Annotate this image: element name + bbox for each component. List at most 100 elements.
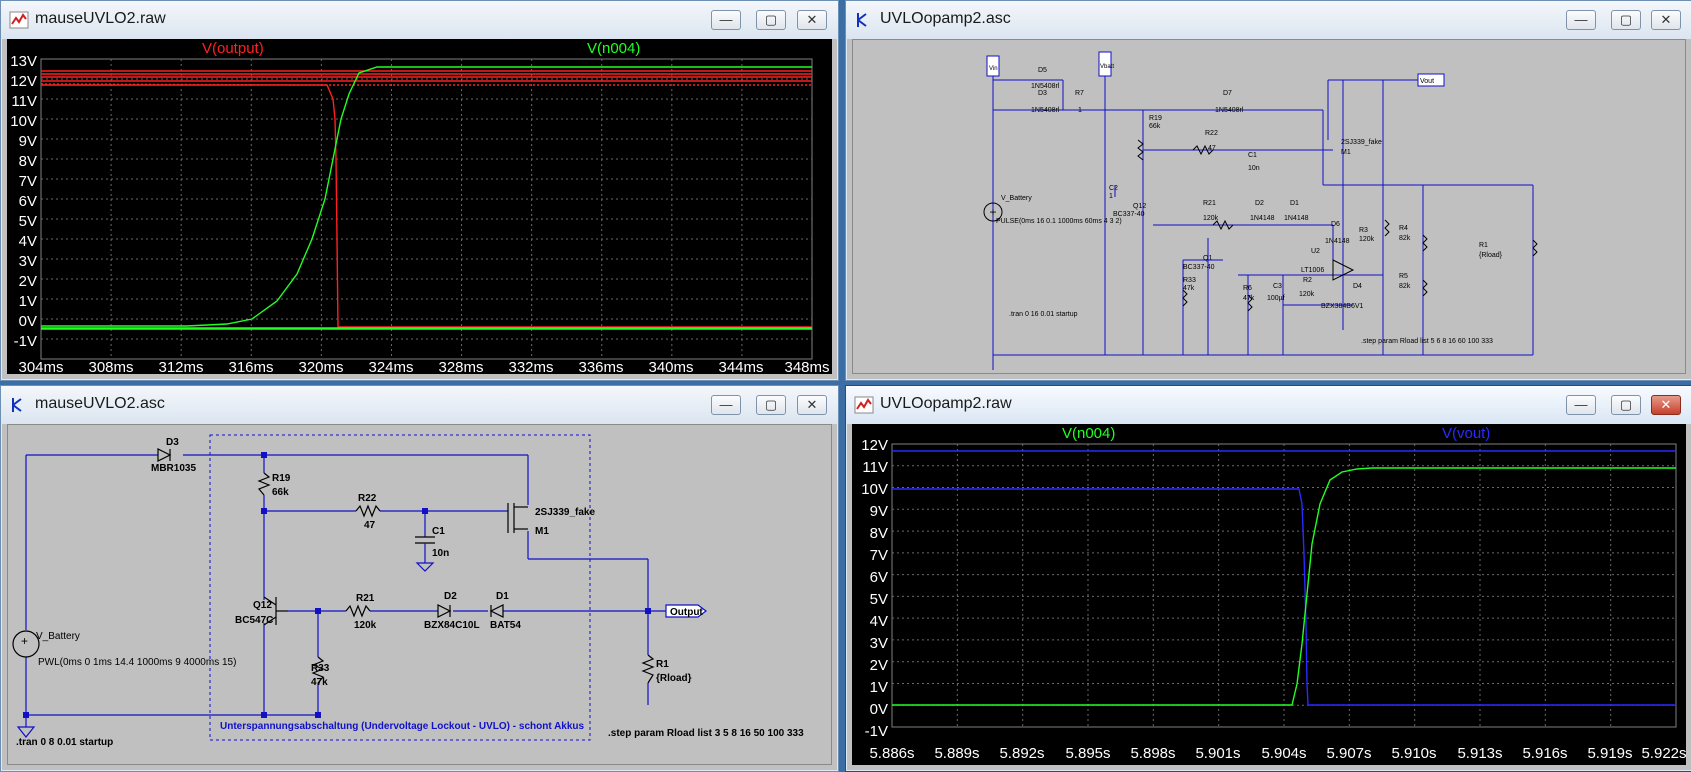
close-button[interactable]: ✕ — [1651, 395, 1681, 415]
label-d3: D3 — [166, 437, 179, 448]
waveform-icon — [854, 396, 874, 414]
trace-label-vout[interactable]: V(vout) — [1442, 425, 1490, 442]
resistor-icon — [1247, 294, 1253, 312]
resistor-icon — [257, 472, 271, 496]
schematic-canvas[interactable]: + D3 MBR1035 R19 66k R22 47 C1 10n 2SJ33… — [7, 424, 832, 765]
close-button[interactable]: ✕ — [1651, 10, 1681, 30]
maximize-button[interactable]: ▢ — [756, 395, 786, 415]
label-r3v: 120k — [1359, 236, 1375, 243]
maximize-button[interactable]: ▢ — [1611, 10, 1641, 30]
label-tran: .tran 0 16 0.01 startup — [1009, 311, 1078, 318]
resistor-icon — [1532, 239, 1538, 257]
titlebar[interactable]: UVLOopamp2.asc — ▢ ✕ — [846, 1, 1691, 39]
y-tick: 3V — [19, 253, 37, 270]
titlebar[interactable]: mauseUVLO2.asc — ▢ ✕ — [1, 386, 838, 424]
label-r33v: 47k — [311, 677, 328, 688]
y-tick: 6V — [870, 569, 888, 586]
label-r22v: 47 — [364, 520, 376, 531]
label-c3v: 100µf — [1267, 295, 1285, 302]
titlebar[interactable]: UVLOopamp2.raw — ▢ ✕ — [846, 386, 1691, 424]
resistor-icon — [345, 604, 371, 618]
x-axis-labels: 5.886s 5.889s 5.892s 5.895s 5.898s 5.901… — [869, 745, 1686, 762]
trace-n004[interactable] — [41, 66, 812, 330]
label-r33: R33 — [1183, 277, 1196, 284]
opamp-icon — [1332, 259, 1355, 281]
resistor-icon — [641, 654, 655, 684]
trace-label-n004[interactable]: V(n004) — [1062, 425, 1115, 442]
label-r1v: {Rload} — [656, 673, 692, 684]
label-d5v: 1N5408rl — [1031, 83, 1060, 90]
label-r21: R21 — [1203, 200, 1216, 207]
label-d3v: MBR1035 — [151, 463, 196, 474]
y-tick: 5V — [870, 591, 888, 608]
trace-label-n004[interactable]: V(n004) — [587, 40, 640, 57]
trace-label-output[interactable]: V(output) — [202, 40, 264, 57]
label-step: .step param Rload list 3 5 8 16 50 100 3… — [608, 728, 804, 739]
minimize-button[interactable]: — — [711, 395, 741, 415]
y-tick: 8V — [870, 525, 888, 542]
window-title: mauseUVLO2.raw — [35, 10, 166, 27]
y-tick: -1V — [865, 723, 888, 740]
waveform-plot[interactable]: V(n004) V(vout) 12V 11V 10V 9V 8V 7V 6V … — [852, 424, 1687, 765]
schematic-icon — [857, 13, 867, 27]
label-c1v: 10n — [432, 548, 449, 559]
plus-icon: + — [989, 205, 996, 219]
label-vbat: V_Battery — [1001, 195, 1032, 202]
x-tick: 5.898s — [1130, 745, 1175, 762]
minimize-button[interactable]: — — [711, 10, 741, 30]
close-button[interactable]: ✕ — [797, 395, 827, 415]
label-step: .step param Rload list 5 6 8 16 60 100 3… — [1361, 338, 1493, 345]
y-tick: 8V — [19, 153, 37, 170]
x-tick: 5.907s — [1326, 745, 1371, 762]
label-q12v: BC547C — [235, 615, 273, 626]
window-uvloopamp2-asc[interactable]: UVLOopamp2.asc — ▢ ✕ — [845, 0, 1691, 381]
waveform-plot[interactable]: V(output) V(n004) 13V 12V 11V 10V 9V 8V … — [7, 39, 832, 376]
trace-output[interactable] — [40, 70, 812, 328]
y-tick: 2V — [19, 273, 37, 290]
label-q1: Q1 — [1203, 255, 1212, 262]
y-tick: 1V — [870, 679, 888, 696]
label-d4v: BZX384B6V1 — [1321, 303, 1364, 310]
x-tick: 5.919s — [1587, 745, 1632, 762]
label-q1v: BC337-40 — [1183, 264, 1215, 271]
x-tick: 5.916s — [1522, 745, 1567, 762]
maximize-button[interactable]: ▢ — [1611, 395, 1641, 415]
trace-vout[interactable] — [892, 450, 1676, 706]
ground-icon — [16, 726, 36, 738]
label-r19: R19 — [1149, 115, 1162, 122]
label-r3: R3 — [1359, 227, 1368, 234]
titlebar[interactable]: mauseUVLO2.raw — ▢ ✕ — [1, 1, 838, 39]
schematic-icon — [12, 398, 22, 412]
label-r22v: 47 — [1208, 145, 1216, 152]
window-mauseuvlo2-raw[interactable]: mauseUVLO2.raw — ▢ ✕ V(output) V(n004) 1… — [0, 0, 839, 381]
waveform-svg: V(output) V(n004) 13V 12V 11V 10V 9V 8V … — [10, 40, 829, 376]
window-title: UVLOopamp2.asc — [880, 10, 1011, 27]
minimize-button[interactable]: — — [1566, 10, 1596, 30]
y-tick: 6V — [19, 193, 37, 210]
label-m1: M1 — [535, 526, 549, 537]
trace-n004[interactable] — [892, 467, 1676, 706]
y-tick: 5V — [19, 213, 37, 230]
y-axis-labels: 13V 12V 11V 10V 9V 8V 7V 6V 5V 4V 3V 2V … — [10, 53, 37, 350]
y-tick: 9V — [870, 503, 888, 520]
window-uvloopamp2-raw[interactable]: UVLOopamp2.raw — ▢ ✕ V(n004) V(vout) 12V… — [845, 385, 1691, 772]
label-r2: R2 — [1303, 277, 1312, 284]
x-tick: 5.892s — [999, 745, 1044, 762]
schematic-canvas[interactable]: Vin Vbatt Vout D5 1N5408rl D3 1N5408rl R… — [852, 39, 1686, 374]
y-tick: 7V — [870, 547, 888, 564]
maximize-button[interactable]: ▢ — [756, 10, 786, 30]
y-tick: 4V — [19, 233, 37, 250]
label-r1: R1 — [656, 659, 669, 670]
waveform-svg: V(n004) V(vout) 12V 11V 10V 9V 8V 7V 6V … — [861, 425, 1686, 762]
label-d1: D1 — [496, 591, 509, 602]
label-r19v: 66k — [272, 487, 289, 498]
window-mauseuvlo2-asc[interactable]: mauseUVLO2.asc — ▢ ✕ — [0, 385, 839, 772]
label-uvlo-note: Unterspannungsabschaltung (Undervoltage … — [220, 721, 585, 732]
label-d2v: 1N4148 — [1250, 215, 1275, 222]
label-r22: R22 — [358, 493, 377, 504]
net-flags: Vin Vbatt Vout — [986, 51, 1445, 87]
minimize-button[interactable]: — — [1566, 395, 1596, 415]
resistor-icon — [1384, 219, 1390, 237]
diode-icon — [437, 604, 452, 618]
close-button[interactable]: ✕ — [797, 10, 827, 30]
